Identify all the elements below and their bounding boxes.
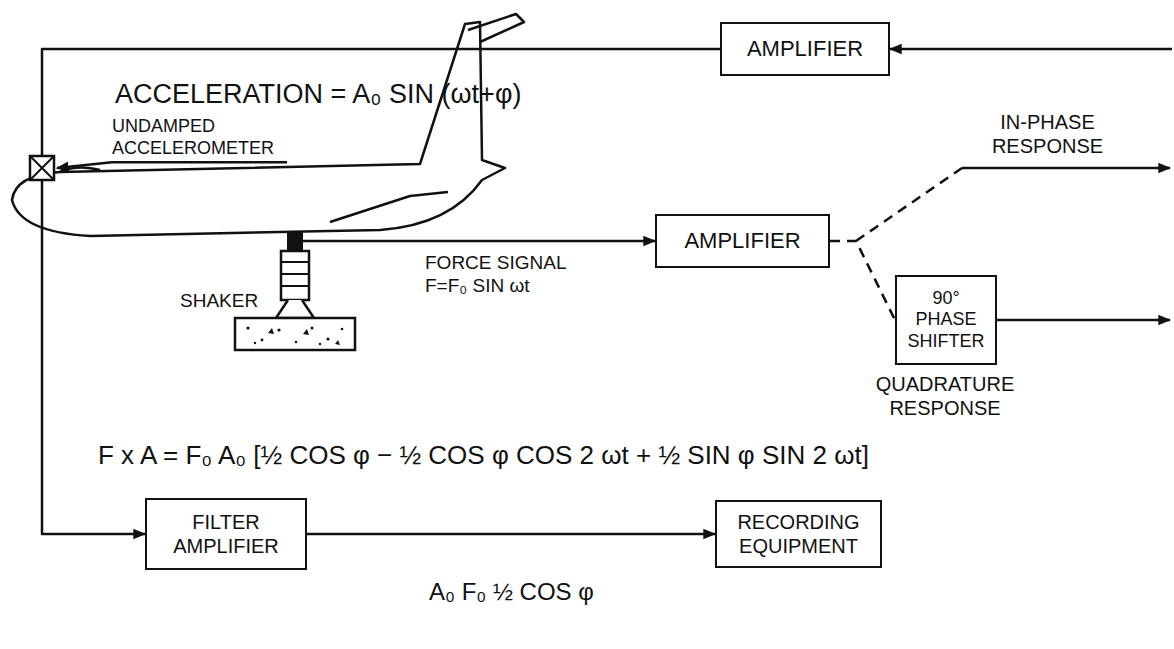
accelerometer-box (30, 156, 54, 180)
amplifier-box: AMPLIFIER (655, 214, 830, 268)
part-label: UNDAMPED ACCELEROMETER (112, 116, 287, 159)
box-text: RECORDING EQUIPMENT (723, 510, 874, 558)
connector-group (42, 49, 895, 534)
fuselage-outline (12, 22, 505, 236)
box-text: AMPLIFIER (684, 228, 800, 254)
label-text: IN-PHASE RESPONSE (980, 110, 1115, 158)
part-label: SHAKER (180, 290, 275, 313)
connector (830, 241, 895, 320)
signal-label: QUADRATURE RESPONSE (865, 372, 1025, 420)
box-text: FILTER AMPLIFIER (153, 510, 299, 558)
signal-wire (303, 240, 655, 243)
filter-amplifier-box: FILTER AMPLIFIER (145, 498, 307, 570)
label-text: SHAKER (180, 290, 258, 313)
box-text: AMPLIFIER (747, 36, 863, 62)
connector (307, 533, 715, 536)
canopy-line (60, 167, 100, 172)
equation-label: F x A = F₀ A₀ [½ COS φ − ½ COS φ COS 2 ω… (98, 440, 1138, 471)
shaker-stripes (281, 262, 309, 286)
tail-stabilizer (468, 14, 524, 42)
signal-wire (997, 319, 1170, 322)
label-text: FORCE SIGNAL F=F₀ SIN ωt (425, 252, 585, 298)
signal-wire (856, 168, 962, 241)
signal-wire (962, 167, 1170, 170)
amplifier-box: AMPLIFIER (720, 22, 890, 76)
signal-wire-group (57, 49, 1172, 320)
label-text: A₀ F₀ ½ COS φ (429, 578, 594, 607)
equation-label: ACCELERATION = A₀ SIN (ωt+φ) (115, 78, 715, 110)
box-text: 90° PHASE SHIFTER (903, 288, 989, 353)
shaker-attachment (287, 231, 303, 251)
shaker-body (281, 251, 309, 300)
shaker-base (276, 300, 314, 318)
phase-shifter-box: 90° PHASE SHIFTER (895, 275, 997, 365)
signal-wire (890, 48, 1172, 51)
label-text: QUADRATURE RESPONSE (865, 372, 1025, 420)
recorder-box: RECORDING EQUIPMENT (715, 500, 882, 568)
accelerometer-cross (30, 156, 54, 180)
edge-label: A₀ F₀ ½ COS φ (425, 578, 598, 607)
label-text: F x A = F₀ A₀ [½ COS φ − ½ COS φ COS 2 ω… (98, 440, 869, 471)
label-text: ACCELERATION = A₀ SIN (ωt+φ) (115, 78, 521, 110)
aircraft-drawing (12, 14, 524, 236)
signal-label: FORCE SIGNAL F=F₀ SIN ωt (425, 252, 585, 298)
ground-texture (246, 326, 343, 345)
signal-label: IN-PHASE RESPONSE (980, 110, 1115, 158)
wing-line (330, 192, 448, 222)
ground-pad (235, 318, 355, 350)
accelerometer-symbol (30, 156, 54, 180)
label-text: UNDAMPED ACCELEROMETER (112, 116, 287, 159)
